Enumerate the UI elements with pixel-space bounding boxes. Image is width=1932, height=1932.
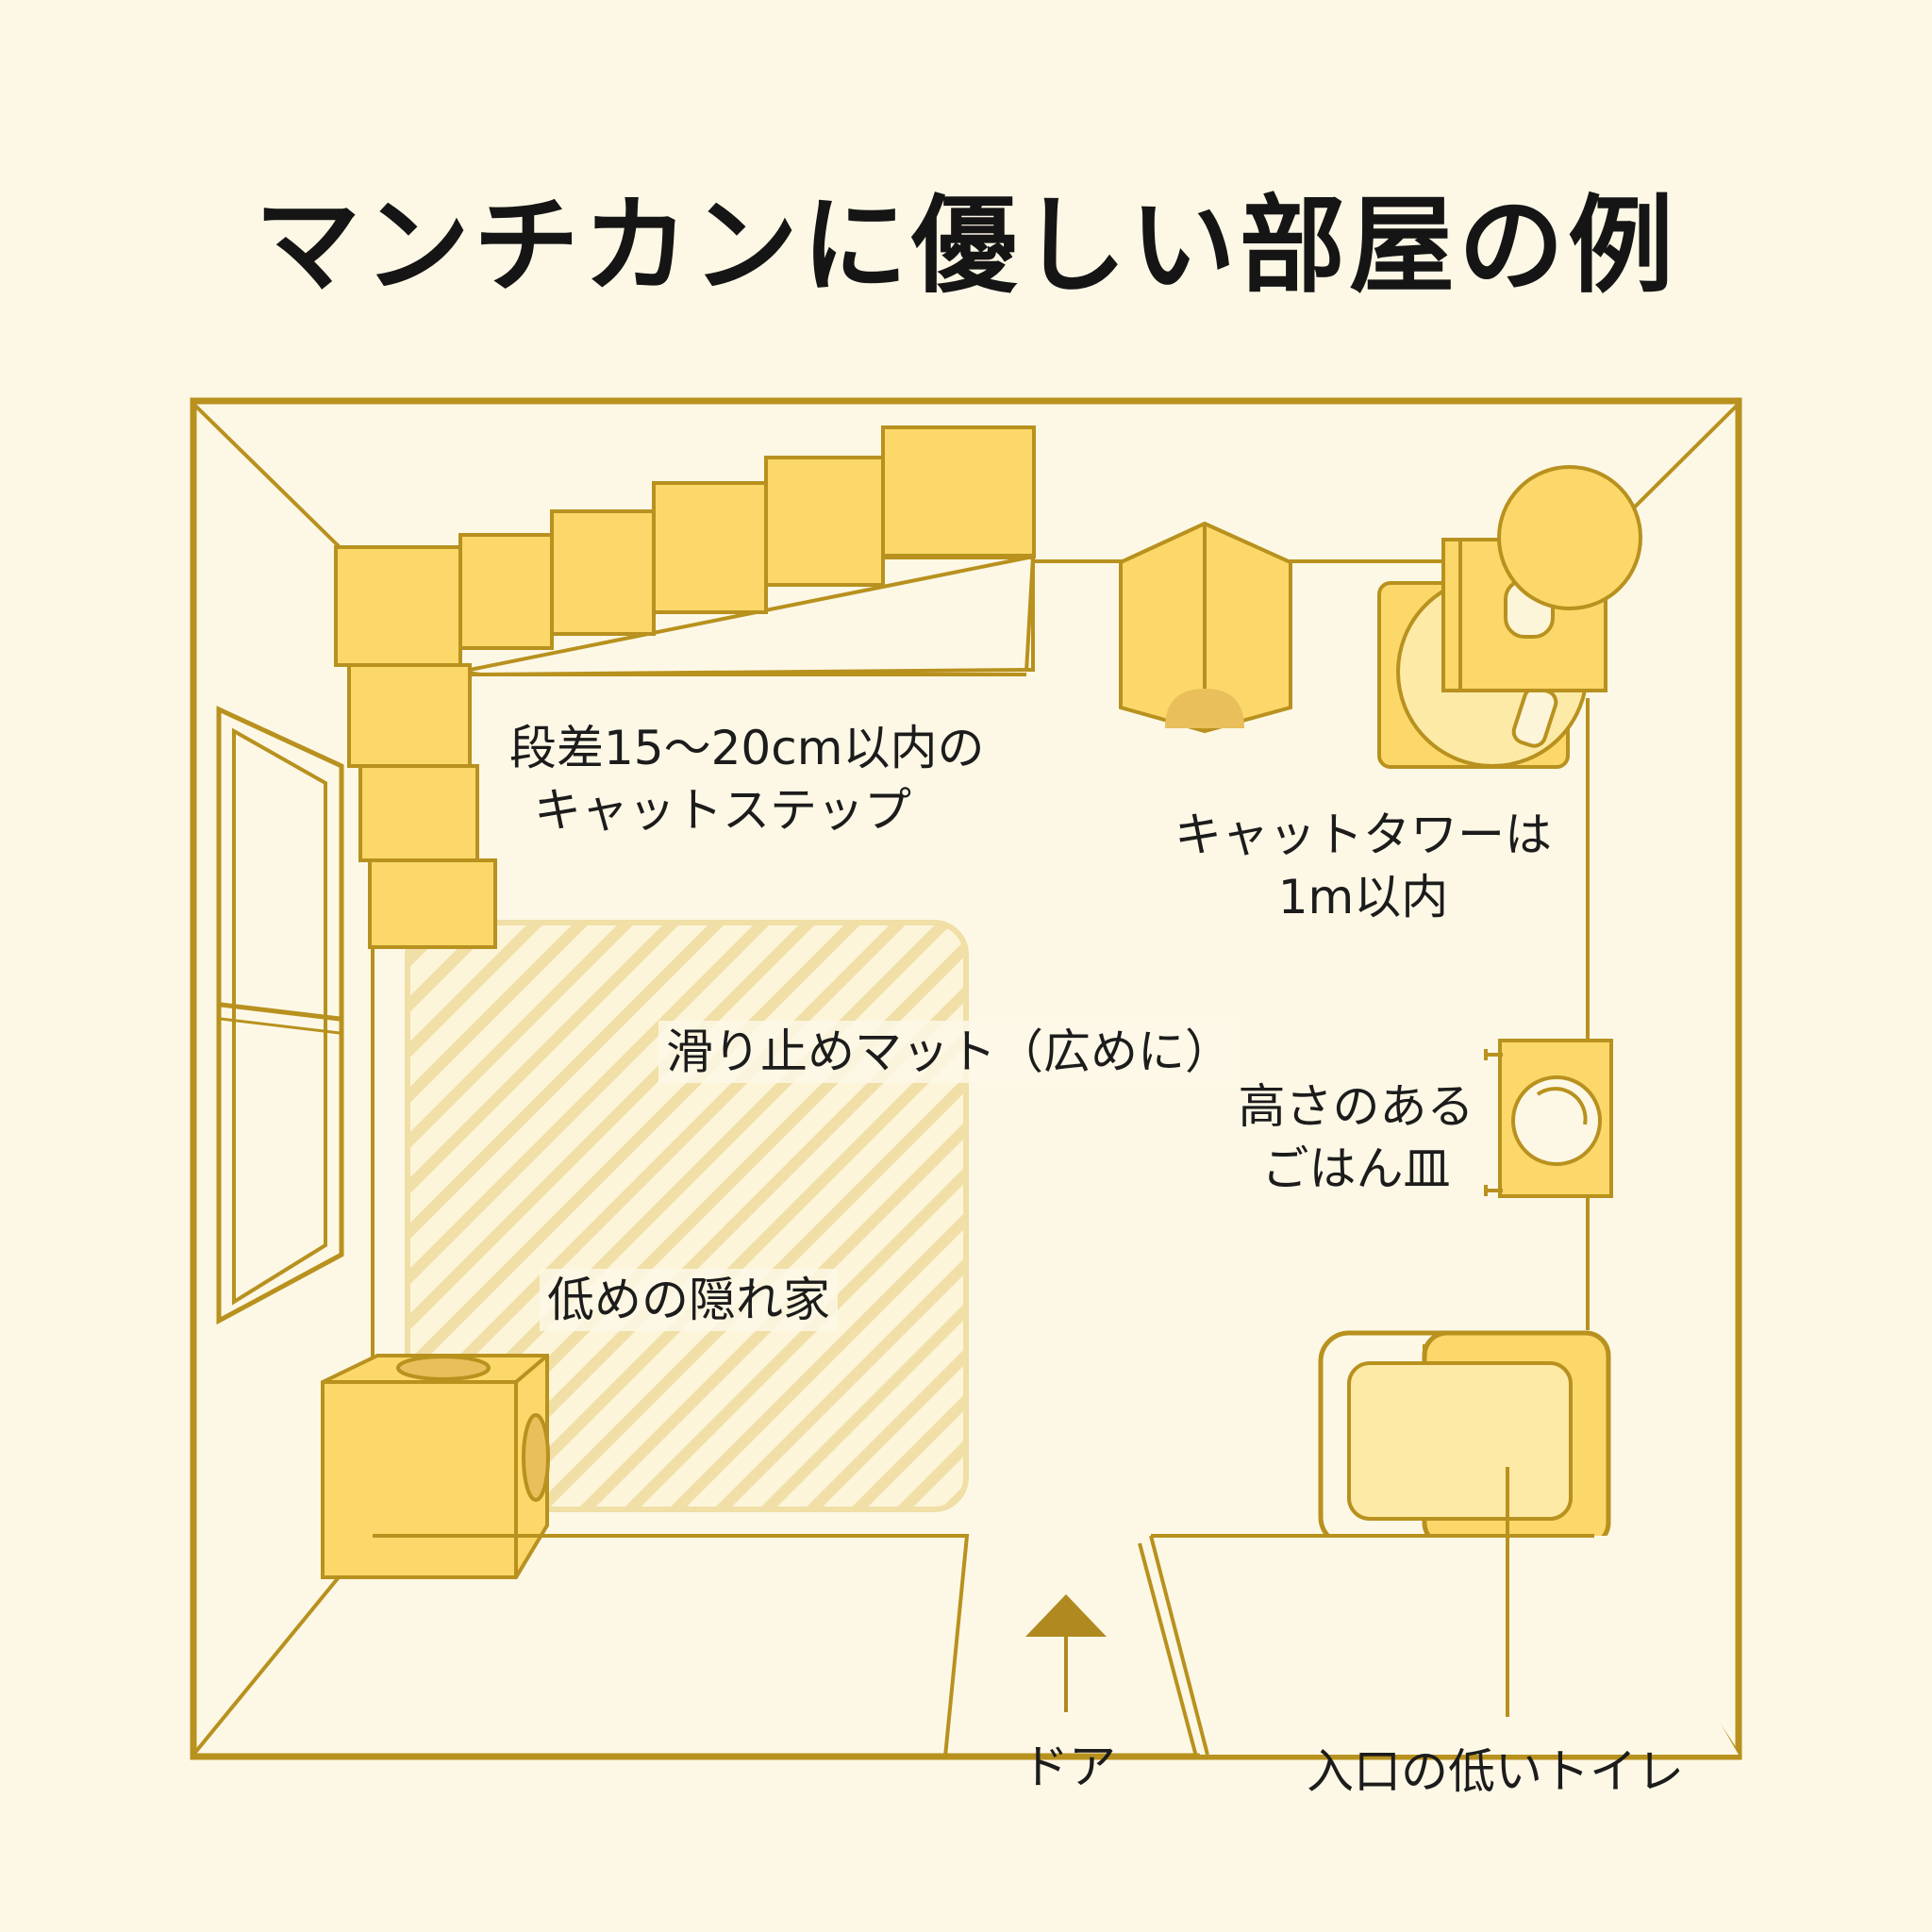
- cat-step-8: [368, 858, 497, 949]
- label-cat-tower: キャットタワーは 1m以内: [1146, 804, 1580, 928]
- door-area: [373, 1534, 1739, 1758]
- cat-step-6: [347, 663, 472, 768]
- room-outer-wall: [190, 397, 1742, 1760]
- label-toilet: 入口の低いトイレ: [1307, 1744, 1684, 1799]
- cat-step-1: [881, 425, 1036, 558]
- cat-step-corner: [334, 545, 462, 667]
- label-door: ドア: [1022, 1740, 1116, 1794]
- label-cat-steps-line2: キャットステップ: [534, 783, 911, 838]
- label-cat-tower-line2: 1m以内: [1277, 870, 1449, 924]
- cat-house: [1119, 521, 1292, 734]
- low-entrance-toilet: [1318, 1330, 1611, 1548]
- label-non-slip-mat: 滑り止めマット（広めに）: [658, 1021, 1240, 1083]
- label-low-hideout: 低めの隠れ家: [540, 1269, 838, 1331]
- label-cat-tower-line1: キャットタワーは: [1174, 808, 1552, 862]
- label-food-bowl-line2: ごはん皿: [1261, 1141, 1451, 1196]
- label-food-bowl-line1: 高さのある: [1238, 1079, 1474, 1134]
- label-cat-steps-line1: 段差15〜20cm以内の: [509, 721, 985, 775]
- cat-step-7: [358, 764, 479, 862]
- cat-step-3: [652, 481, 768, 614]
- cat-steps: [334, 425, 1036, 949]
- door-arrow-icon: [1025, 1594, 1107, 1712]
- cat-step-5: [458, 533, 554, 650]
- cat-tower: [1377, 465, 1642, 769]
- window: [216, 706, 344, 1325]
- label-food-bowl: 高さのある ごはん皿: [1226, 1075, 1486, 1200]
- food-bowl: [1484, 1039, 1613, 1198]
- wall-corner-line-top-left: [192, 402, 341, 549]
- cat-step-4: [550, 509, 656, 636]
- page-title: マンチカンに優しい部屋の例: [255, 184, 1677, 308]
- low-hideout: [321, 1354, 550, 1579]
- cat-step-2: [764, 456, 885, 587]
- label-cat-steps: 段差15〜20cm以内の キャットステップ: [509, 717, 984, 841]
